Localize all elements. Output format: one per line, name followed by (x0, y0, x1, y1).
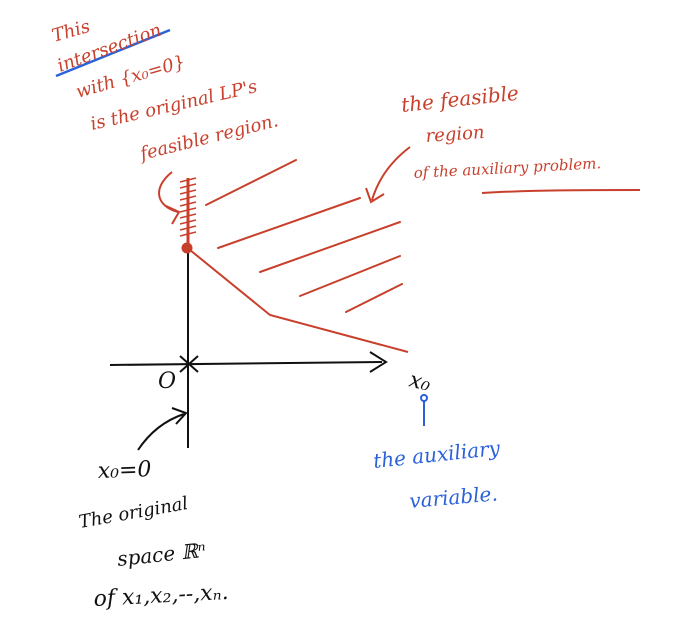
region-pointer-arrow (371, 146, 411, 201)
x0-zero-pointer-arrowhead (171, 407, 188, 425)
auxiliary-problem-underline (481, 189, 641, 194)
intersection-pointer-arrow (158, 171, 179, 213)
intersection-annotation-line-1: This (50, 16, 93, 47)
intersection-annotation: This intersection with {x₀=0} is the ori… (50, 16, 281, 165)
original-space-line-4: of x₁,x₂,--,xₙ. (93, 580, 229, 612)
auxiliary-region-line-3: of the auxiliary problem. (413, 154, 601, 182)
auxiliary-variable-line-2: variable. (408, 481, 498, 513)
x0-axis-label: x₀ (407, 368, 434, 397)
intersection-underline (55, 28, 171, 78)
auxiliary-variable-line-1: the auxiliary (372, 436, 502, 473)
origin-cross-mark (179, 355, 199, 373)
original-space-line-1: x₀=0 (97, 457, 152, 484)
origin-label: O (158, 369, 176, 394)
feasible-region-hatch (205, 159, 403, 313)
intersection-hatching (179, 177, 197, 237)
original-space-line-3: space ℝⁿ (116, 538, 207, 571)
auxiliary-variable-annotation: the auxiliary variable. (372, 436, 502, 513)
auxiliary-region-line-1: the feasible (400, 81, 520, 117)
x0-axis-arrowhead (369, 351, 388, 373)
horizontal-axis (109, 361, 383, 366)
feasible-region-boundary (189, 249, 409, 353)
auxiliary-region-annotation: the feasible region of the auxiliary pro… (400, 81, 602, 182)
region-pointer-arrowhead (365, 187, 385, 204)
x0-zero-pointer-arrow (137, 413, 185, 451)
original-space-line-2: The original (77, 493, 190, 533)
auxiliary-region-line-2: region (425, 122, 485, 147)
original-space-annotation: x₀=0 The original space ℝⁿ of x₁,x₂,--,x… (77, 457, 229, 612)
intersection-pointer-arrowhead (165, 205, 181, 225)
